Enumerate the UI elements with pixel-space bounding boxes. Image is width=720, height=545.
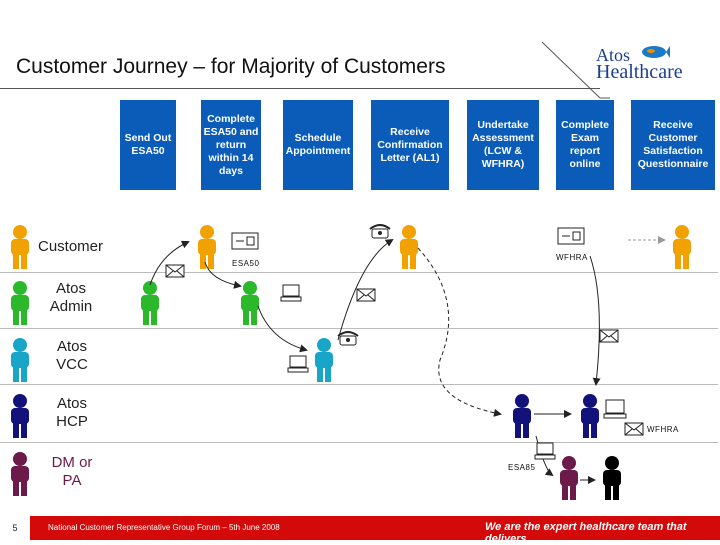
computer-icon: [603, 399, 627, 419]
lane-label-admin: Atos Admin: [49, 280, 93, 315]
lane-divider: [0, 328, 718, 329]
footer-tagline: We are the expert healthcare team that d…: [485, 521, 687, 545]
arrow-customer-to-admin: [204, 261, 242, 289]
step-undertake-assessment: Undertake Assessment (LCW & WFHRA): [467, 100, 539, 190]
lane-label-hcp: Atos HCP: [56, 395, 88, 430]
lane-divider: [0, 272, 718, 273]
header-diagonal: [541, 41, 610, 99]
envelope-icon: [165, 264, 185, 278]
arrow-admin-to-customer: [149, 240, 190, 286]
lane-label-customer: Customer: [38, 238, 104, 255]
form-icon: [557, 227, 585, 245]
envelope-icon: [356, 288, 376, 302]
computer-icon: [287, 355, 309, 373]
arrow-admin-to-vcc: [257, 305, 308, 353]
arrow-vcc-to-customer: [337, 238, 394, 341]
step-complete-exam-report: Complete Exam report online: [556, 100, 614, 190]
dm-figure: [603, 456, 621, 500]
telephone-icon: [337, 331, 359, 346]
hcp-figure: [11, 394, 29, 438]
arrow-customer-to-hcp: [589, 255, 601, 386]
telephone-icon: [369, 224, 391, 239]
hcp-figure: [513, 394, 531, 438]
step-send-out-esa50: Send Out ESA50: [120, 100, 176, 190]
admin-figure: [141, 281, 159, 325]
envelope-icon: [624, 422, 644, 436]
computer-icon: [534, 442, 556, 460]
lane-divider: [0, 442, 718, 443]
step-label: Receive Confirmation Letter (AL1): [377, 125, 443, 164]
arrow-customer-to-hcp-dashed: [417, 247, 502, 417]
page-title: Customer Journey – for Majority of Custo…: [16, 55, 446, 78]
header-divider: [0, 88, 600, 89]
arrow-hcp-to-dm: [535, 435, 554, 477]
vcc-figure: [11, 338, 29, 382]
company-logo: Atos Healthcare: [596, 45, 706, 85]
customer-figure: [11, 225, 29, 269]
label-esa50: ESA50: [232, 259, 260, 268]
journey-diagram: [11, 224, 691, 500]
dm-figure: [560, 456, 578, 500]
customer-figure: [673, 225, 691, 269]
step-satisfaction-questionnaire: Receive Customer Satisfaction Questionna…: [631, 100, 715, 190]
step-schedule-appointment: Schedule Appointment: [283, 100, 353, 190]
step-label: Undertake Assessment (LCW & WFHRA): [472, 119, 534, 170]
form-icon: [231, 232, 259, 250]
envelope-icon: [599, 329, 619, 343]
customer-figure: [400, 225, 418, 269]
step-label: Send Out ESA50: [124, 132, 172, 157]
step-label: Complete ESA50 and return within 14 days: [203, 112, 259, 177]
footer-event-text: National Customer Representative Group F…: [48, 523, 280, 532]
step-complete-esa50: Complete ESA50 and return within 14 days: [201, 100, 261, 190]
admin-figure: [241, 281, 259, 325]
logo-fish-icon: [642, 46, 670, 58]
lane-label-vcc: Atos VCC: [56, 338, 88, 373]
label-esa85: ESA85: [508, 463, 536, 472]
admin-figure: [11, 281, 29, 325]
footer-bar: 5 National Customer Representative Group…: [0, 516, 720, 545]
customer-figure: [198, 225, 216, 269]
label-wfhra-hcp: WFHRA: [647, 425, 679, 434]
label-wfhra: WFHRA: [556, 253, 588, 262]
logo-text-atos: Atos: [596, 45, 631, 65]
logo-text-healthcare: Healthcare: [596, 61, 683, 83]
dm-figure: [11, 452, 29, 496]
page-number: 5: [0, 516, 30, 540]
lane-divider: [0, 384, 718, 385]
hcp-figure: [581, 394, 599, 438]
step-label: Complete Exam report online: [561, 119, 609, 170]
step-receive-confirmation: Receive Confirmation Letter (AL1): [371, 100, 449, 190]
step-label: Schedule Appointment: [285, 132, 351, 157]
vcc-figure: [315, 338, 333, 382]
step-label: Receive Customer Satisfaction Questionna…: [637, 119, 709, 170]
computer-icon: [280, 284, 302, 302]
lane-label-dm: DM or PA: [51, 454, 93, 489]
